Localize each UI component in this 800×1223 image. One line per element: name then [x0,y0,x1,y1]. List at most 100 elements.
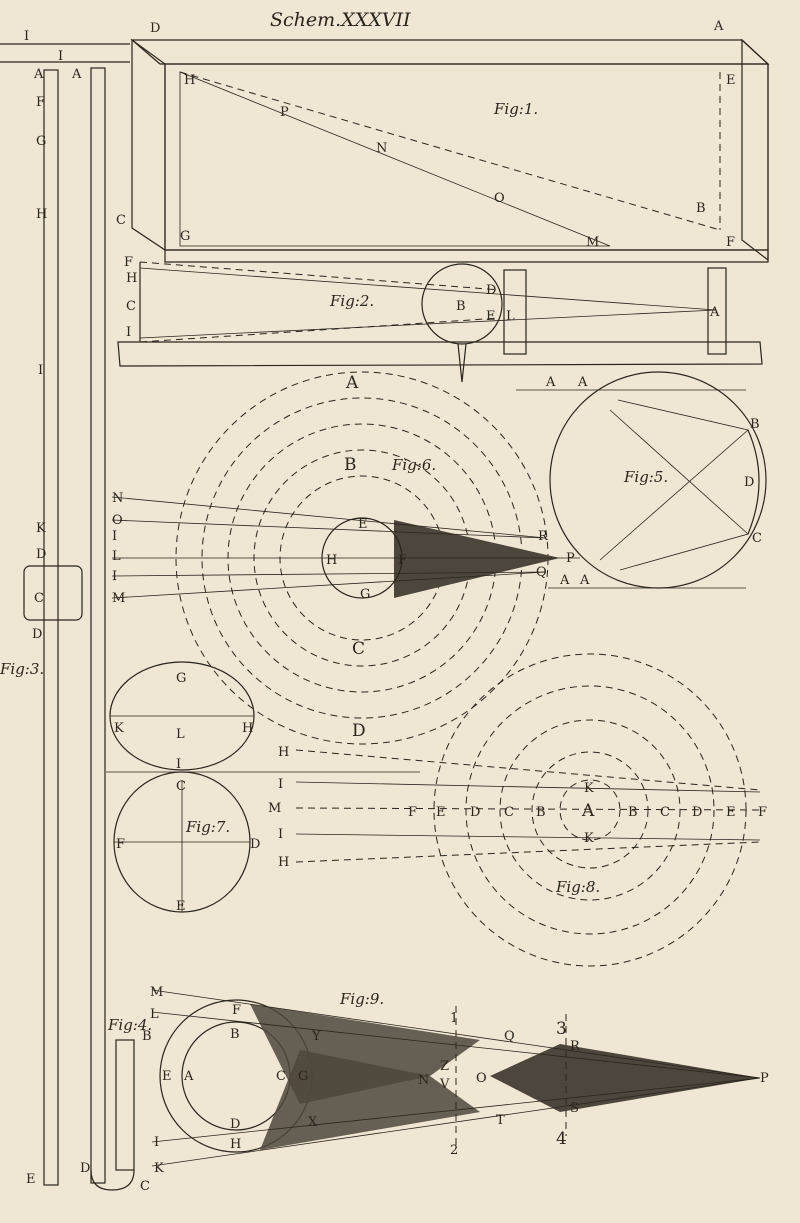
fig5-label-b: B [750,417,760,432]
fig8-labels: H I M I H F E D C B A B C D E F K K Fig:… [268,745,767,896]
fig7-label-k: K [114,721,124,736]
fig3-inner-tube [43,69,59,1186]
fig6-label-b: B [344,455,357,475]
fig2-apparatus [117,261,763,383]
fig4-outer-tube [90,67,106,1184]
fig3-collar [23,565,83,621]
plate-title: Schem.XXXVII [270,9,411,31]
fig3-label-a2: A [71,67,82,82]
fig9-label-b: B [230,1027,240,1042]
fig7-label-h: H [242,721,253,736]
fig9-label-g: G [298,1069,308,1084]
fig7-label-e: E [176,899,186,914]
fig6-label-i1: I [112,529,117,544]
fig2-label-c: C [126,299,136,314]
fig5-caption: Fig:5. [623,468,668,486]
fig9-label-p: P [760,1071,769,1086]
fig5-eye [516,371,767,589]
fig9-label-3: 3 [556,1019,567,1039]
fig1-box [130,38,770,263]
fig7-label-d: D [250,837,260,852]
fig6-label-a: A [345,373,359,393]
fig1-label-p: P [280,105,289,120]
fig2-label-a: A [709,305,720,320]
fig6-label-g: G [360,587,370,602]
fig9-label-o: O [476,1071,487,1086]
fig3-label-e: E [26,1172,36,1187]
fig6-label-f: F [398,553,407,568]
fig8-label-d2: D [692,805,702,820]
fig1-label-a: A [713,19,724,34]
fig6-label-l: L [112,549,121,564]
fig8-label-h1: H [278,745,289,760]
fig7-labels: G K H L I C Fig:7. F D E [114,671,260,914]
fig8-label-b1: B [536,805,546,820]
fig3-label-f: F [36,95,45,110]
fig2-label-i: I [126,325,131,340]
fig9-label-e: E [162,1069,172,1084]
fig7-label-c: C [176,779,186,794]
fig9-label-q: Q [504,1029,515,1044]
fig6-labels: A B Fig:6. N O I L I M E H F G R P Q C D [112,373,575,741]
fig1-label-m: M [586,235,599,250]
fig9-label-m: M [150,985,163,1000]
fig4-short-tube [115,1039,135,1171]
fig3-label-c: C [34,591,44,606]
fig2-label-e: E [486,309,496,324]
fig2-label-h: H [126,271,137,286]
fig1-liquid-wedge [179,71,611,247]
fig5-label-a3: A [559,573,570,588]
fig7-label-g: G [176,671,186,686]
fig1-label-g: G [180,229,190,244]
fig3-label-i2: I [58,49,63,64]
fig1-label-c: C [116,213,126,228]
fig8-label-i2: I [278,827,283,842]
fig9-label-a: A [183,1069,194,1084]
fig9-label-f: F [232,1003,241,1018]
fig6-label-r: R [538,529,549,544]
fig7-diagram [106,661,420,913]
fig9-label-l: L [150,1007,159,1022]
fig1-label-f: F [726,235,735,250]
fig9-label-1: 1 [450,1011,458,1026]
fig5-label-d: D [744,475,754,490]
fig6-label-i2: I [112,569,117,584]
fig5-label-a1: A [545,375,556,390]
fig9-label-x: X [308,1115,318,1130]
fig1-label-e: E [726,73,736,88]
fig9-label-v: V [439,1077,450,1092]
fig9-label-k: K [154,1161,164,1176]
fig8-label-b2: B [628,805,638,820]
fig3-caption: Fig:3. [0,660,44,678]
fig5-label-a2: A [577,375,588,390]
fig3-label-a1: A [33,67,44,82]
fig6-label-n: N [112,491,123,506]
fig6-label-e: E [358,517,368,532]
fig9-label-i: I [154,1135,159,1150]
fig6-label-c: C [352,639,365,659]
fig2-label-l: L [506,309,515,324]
fig8-caption: Fig:8. [555,878,600,896]
fig7-label-f: F [116,837,125,852]
fig3-label-h: H [36,207,47,222]
fig3-label-k: K [36,521,46,536]
fig1-labels: D A H E P N Fig:1. O B C G M F [116,19,736,250]
fig7-label-i: I [176,757,181,772]
fig4-label-b: B [142,1029,152,1044]
fig7-label-l: L [176,727,185,742]
fig1-label-h: H [184,73,195,88]
fig3-labels: I I A A F G H I K D C D Fig:3. E Fig:4. … [0,29,152,1194]
fig3-label-g: G [36,134,46,149]
fig9-label-y: Y [311,1029,321,1044]
fig5-labels: A A B Fig:5. D C A A [545,375,762,588]
fig6-label-h: H [326,553,337,568]
fig8-label-m: M [268,801,281,816]
fig9-label-4: 4 [556,1129,567,1149]
fig3-label-i1: I [24,29,29,44]
fig6-label-p: P [566,551,575,566]
fig5-label-a4: A [579,573,590,588]
fig4-u-bend [90,1169,135,1191]
fig6-label-d: D [352,721,366,741]
fig8-label-a: A [581,801,595,821]
fig8-label-c2: C [660,805,670,820]
